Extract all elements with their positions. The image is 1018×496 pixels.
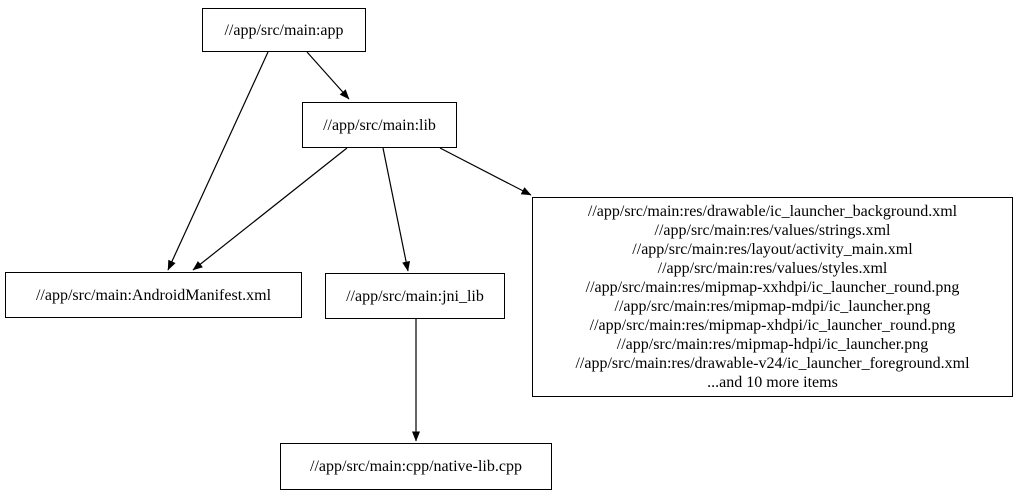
node-app-label: //app/src/main:app (224, 21, 344, 39)
res-file-line: //app/src/main:res/drawable-v24/ic_launc… (575, 355, 970, 372)
node-android-manifest: //app/src/main:AndroidManifest.xml (5, 272, 302, 318)
res-file-line: //app/src/main:res/mipmap-xxhdpi/ic_laun… (585, 279, 960, 296)
res-file-line: //app/src/main:res/values/styles.xml (657, 260, 888, 277)
res-file-line: //app/src/main:res/mipmap-xhdpi/ic_launc… (589, 317, 956, 334)
node-jni-lib: //app/src/main:jni_lib (325, 273, 505, 319)
res-file-line: //app/src/main:res/drawable/ic_launcher_… (587, 203, 958, 220)
edge-lib-to-jni-lib (382, 147, 411, 272)
edge-app-to-android-manifest (167, 51, 269, 271)
node-lib-label: //app/src/main:lib (323, 116, 436, 134)
res-files-more-items: ...and 10 more items (707, 374, 838, 391)
res-file-line: //app/src/main:res/values/strings.xml (654, 222, 891, 239)
node-native-lib-cpp: //app/src/main:cpp/native-lib.cpp (280, 443, 552, 490)
node-jni-lib-label: //app/src/main:jni_lib (346, 287, 484, 305)
edge-app-to-lib (306, 51, 350, 100)
res-file-line: //app/src/main:res/layout/activity_main.… (632, 241, 913, 258)
edge-lib-to-res-files (439, 147, 532, 196)
edge-lib-to-android-manifest (192, 147, 348, 271)
node-android-manifest-label: //app/src/main:AndroidManifest.xml (35, 286, 272, 304)
res-file-line: //app/src/main:res/mipmap-mdpi/ic_launch… (614, 298, 931, 315)
node-app: //app/src/main:app (202, 8, 366, 52)
res-file-line: //app/src/main:res/mipmap-hdpi/ic_launch… (616, 336, 929, 353)
node-res-files: //app/src/main:res/drawable/ic_launcher_… (532, 197, 1013, 397)
node-lib: //app/src/main:lib (302, 102, 457, 148)
node-native-lib-cpp-label: //app/src/main:cpp/native-lib.cpp (310, 458, 522, 475)
